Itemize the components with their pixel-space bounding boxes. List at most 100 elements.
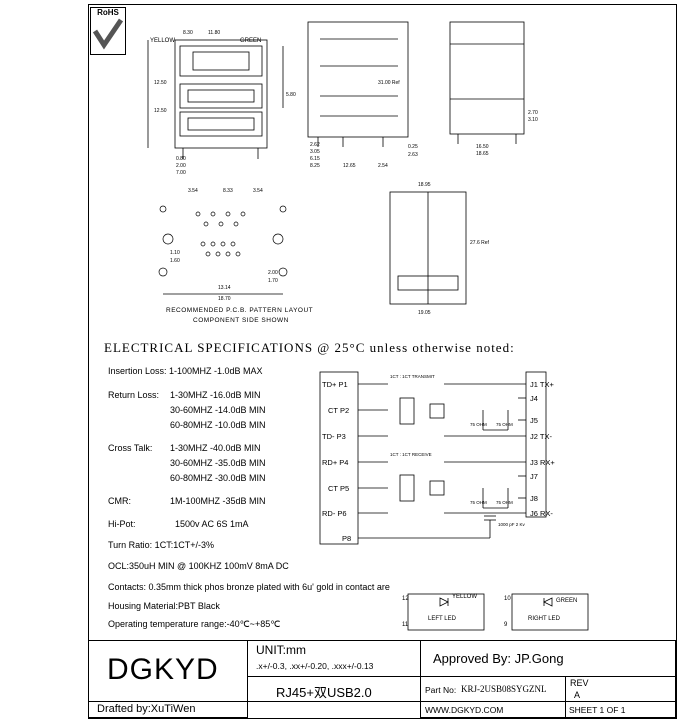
- pcb-caption: RECOMMENDED P.C.B. PATTERN LAYOUT: [166, 307, 313, 314]
- cmr-label: CMR:: [108, 496, 131, 506]
- pin-j7: J7: [530, 472, 538, 481]
- product-name: RJ45+双USB2.0: [276, 685, 372, 700]
- dim-text: 1.70: [268, 278, 278, 284]
- rohs-label: RoHS: [97, 8, 119, 17]
- dim-text: 13.14: [218, 285, 231, 291]
- specs-heading: ELECTRICAL SPECIFICATIONS @ 25°C unless …: [104, 340, 515, 355]
- dim-text: 2.63: [408, 152, 418, 158]
- right-led-label: RIGHT LED: [528, 616, 561, 622]
- dim-text: 11.80: [208, 30, 220, 36]
- dim-text: 2.70: [528, 110, 538, 116]
- dim-text: 5.80: [286, 92, 296, 98]
- pin-ct-tx: CT P2: [328, 406, 349, 415]
- dim-text: 2.00: [268, 270, 278, 276]
- bottom-view: [389, 191, 467, 305]
- ocl: OCL:350uH MIN @ 100KHZ 100mV 8mA DC: [108, 561, 289, 571]
- sheet-number: SHEET 1 OF 1: [569, 705, 626, 715]
- rohs-logo: RoHS: [90, 7, 126, 55]
- cross-talk-2: 30-60MHZ -35.0dB MIN: [170, 458, 266, 468]
- pcb-layout: [158, 205, 288, 295]
- dim-text: 3.54: [253, 188, 263, 194]
- pin-rd-minus: RD- P6: [322, 509, 347, 518]
- dim-text: 2.00: [176, 163, 186, 169]
- resistor-label: 75 OHM: [496, 422, 513, 427]
- pin-td-minus: TD- P3: [322, 432, 346, 441]
- pin-10: 10: [504, 596, 511, 602]
- resistor-label: 75 OHM: [470, 500, 487, 505]
- dim-text: 18.65: [476, 151, 489, 157]
- rev-label: REV: [570, 678, 589, 688]
- dim-text: 8.30: [183, 30, 193, 36]
- dim-text: 0.25: [408, 144, 418, 150]
- housing: Housing Material:PBT Black: [108, 601, 220, 611]
- hipot-value: 1500v AC 6S 1mA: [175, 519, 249, 529]
- dim-text: 19.05: [418, 310, 431, 316]
- side-view: [307, 21, 409, 147]
- dim-text: 6.15: [310, 156, 320, 162]
- part-label: Part No:: [425, 685, 457, 695]
- contacts: Contacts: 0.35mm thick phos bronze plate…: [108, 582, 390, 592]
- dim-text: 7.00: [176, 170, 186, 176]
- checkmark-icon: [92, 18, 124, 50]
- insertion-loss: Insertion Loss: 1-100MHZ -1.0dB MAX: [108, 366, 263, 376]
- schematic: TD+ P1 CT P2 TD- P3 RD+ P4 CT P5 RD- P6 …: [319, 371, 555, 545]
- pin-j6: J6 RX-: [530, 509, 553, 518]
- dim-text: 18.95: [418, 182, 431, 188]
- pcb-caption-sub: COMPONENT SIDE SHOWN: [193, 317, 289, 324]
- part-cell: Part No: KRJ-2USB08SYGZNL: [420, 676, 566, 702]
- cross-talk-3: 60-80MHZ -30.0dB MIN: [170, 473, 266, 483]
- capacitor-label: 1000 pF 2 Kv: [498, 522, 526, 527]
- sheet-cell: SHEET 1 OF 1: [565, 701, 676, 718]
- cross-talk-1: 1-30MHZ -40.0dB MIN: [170, 443, 261, 453]
- mechanical-drawings: 8.30 11.80 YELLOW GREEN 12.50 12.50 5.80…: [147, 21, 538, 324]
- pin-12: 12: [402, 596, 409, 602]
- pin-j1: J1 TX+: [530, 380, 554, 389]
- dim-text: 3.10: [528, 117, 538, 123]
- pin-j8: J8: [530, 494, 538, 503]
- dim-text: 1.10: [170, 250, 180, 256]
- led-diagrams: 12 11 10 9 YELLOW GREEN LEFT LED RIGHT L…: [402, 593, 589, 631]
- dim-text: 3.54: [188, 188, 198, 194]
- yellow-led-label: YELLOW: [452, 594, 477, 600]
- dim-text: 12.65: [343, 163, 356, 169]
- company-cell: DGKYD: [88, 640, 248, 702]
- website: WWW.DGKYD.COM: [425, 705, 504, 715]
- pin-j5: J5: [530, 416, 538, 425]
- unit-cell: UNIT:mm .x+/-0.3, .xx+/-0.20, .xxx+/-0.1…: [247, 640, 421, 677]
- pin-j3: J3 RX+: [530, 458, 555, 467]
- pin-rd-plus: RD+ P4: [322, 458, 348, 467]
- part-number: KRJ-2USB08SYGZNL: [461, 684, 547, 694]
- pin-ct-rx: CT P5: [328, 484, 349, 493]
- dim-text: 2.54: [378, 163, 388, 169]
- dim-text: 27.6 Ref: [470, 240, 490, 246]
- product-cell: RJ45+双USB2.0: [247, 676, 421, 702]
- dim-text: 31.00 Ref: [378, 80, 400, 86]
- drafted-by: Drafted by:XuTiWen: [97, 703, 196, 715]
- dim-text: 8.33: [223, 188, 233, 194]
- dim-text: 0.80: [176, 156, 186, 162]
- pin-p8: P8: [342, 534, 351, 543]
- dim-text: 8.25: [310, 163, 320, 169]
- cross-talk-label: Cross Talk:: [108, 443, 153, 453]
- green-led-label: GREEN: [556, 598, 577, 604]
- approved-cell: Approved By: JP.Gong: [420, 640, 676, 677]
- dim-text: 18.70: [218, 296, 231, 302]
- return-loss-3: 60-80MHZ -10.0dB MIN: [170, 420, 266, 430]
- hipot-label: Hi-Pot:: [108, 519, 136, 529]
- pin-td-plus: TD+ P1: [322, 380, 348, 389]
- front-view: [147, 39, 284, 159]
- dim-text: 12.50: [154, 80, 167, 86]
- drafted-cell: Drafted by:XuTiWen: [88, 701, 248, 718]
- dim-text: 2.62: [310, 142, 320, 148]
- return-loss-1: 1-30MHZ -16.0dB MIN: [170, 390, 261, 400]
- end-view: [449, 21, 525, 144]
- green-label: GREEN: [240, 38, 261, 44]
- unit-label: UNIT:mm: [256, 643, 306, 657]
- pin-11: 11: [402, 622, 409, 628]
- rev-value: A: [574, 690, 581, 700]
- dim-text: 1.60: [170, 258, 180, 264]
- rev-cell: REV A: [565, 676, 676, 702]
- pin-9: 9: [504, 622, 508, 628]
- left-led-label: LEFT LED: [428, 616, 457, 622]
- tolerance: .x+/-0.3, .xx+/-0.20, .xxx+/-0.13: [256, 661, 374, 671]
